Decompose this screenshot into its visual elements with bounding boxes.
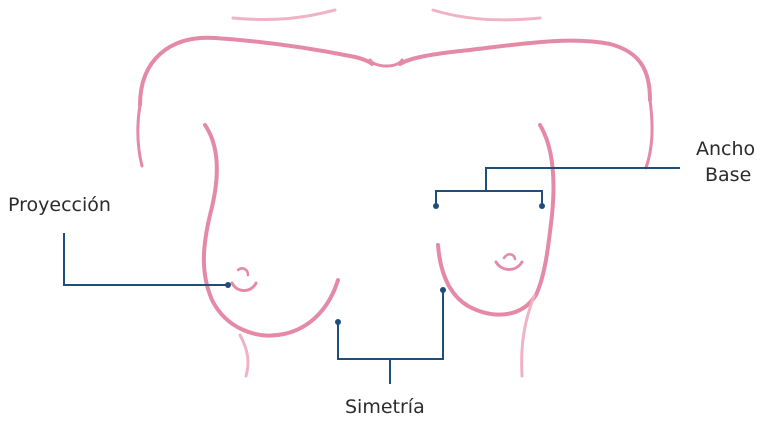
symmetry-point-right bbox=[440, 287, 446, 293]
symmetry-leader bbox=[338, 290, 443, 384]
width-point-right bbox=[539, 203, 545, 209]
neck-left-line bbox=[233, 10, 335, 20]
neck-right-line bbox=[433, 10, 540, 20]
projection-point bbox=[225, 282, 231, 288]
width-point-left bbox=[433, 203, 439, 209]
width-label-line1: Ancho bbox=[696, 136, 755, 162]
shoulder-left bbox=[140, 38, 372, 105]
right-nipple bbox=[504, 254, 515, 259]
symmetry-point-left bbox=[335, 319, 341, 325]
arm-left bbox=[138, 105, 142, 166]
left-nipple bbox=[238, 268, 248, 275]
sternal-notch bbox=[370, 60, 402, 66]
symmetry-label: Simetría bbox=[345, 394, 425, 420]
right-breast-outline bbox=[438, 125, 554, 315]
right-areola bbox=[496, 262, 522, 270]
left-areola bbox=[232, 283, 256, 291]
arm-right bbox=[646, 100, 652, 168]
projection-label: Proyección bbox=[8, 192, 111, 218]
shoulder-right bbox=[400, 41, 650, 100]
width-label-line2: Base bbox=[696, 162, 755, 188]
left-torso-side bbox=[240, 335, 248, 376]
width-label: Ancho Base bbox=[696, 136, 755, 188]
left-breast-outline bbox=[204, 125, 338, 336]
width-leader bbox=[436, 168, 680, 206]
